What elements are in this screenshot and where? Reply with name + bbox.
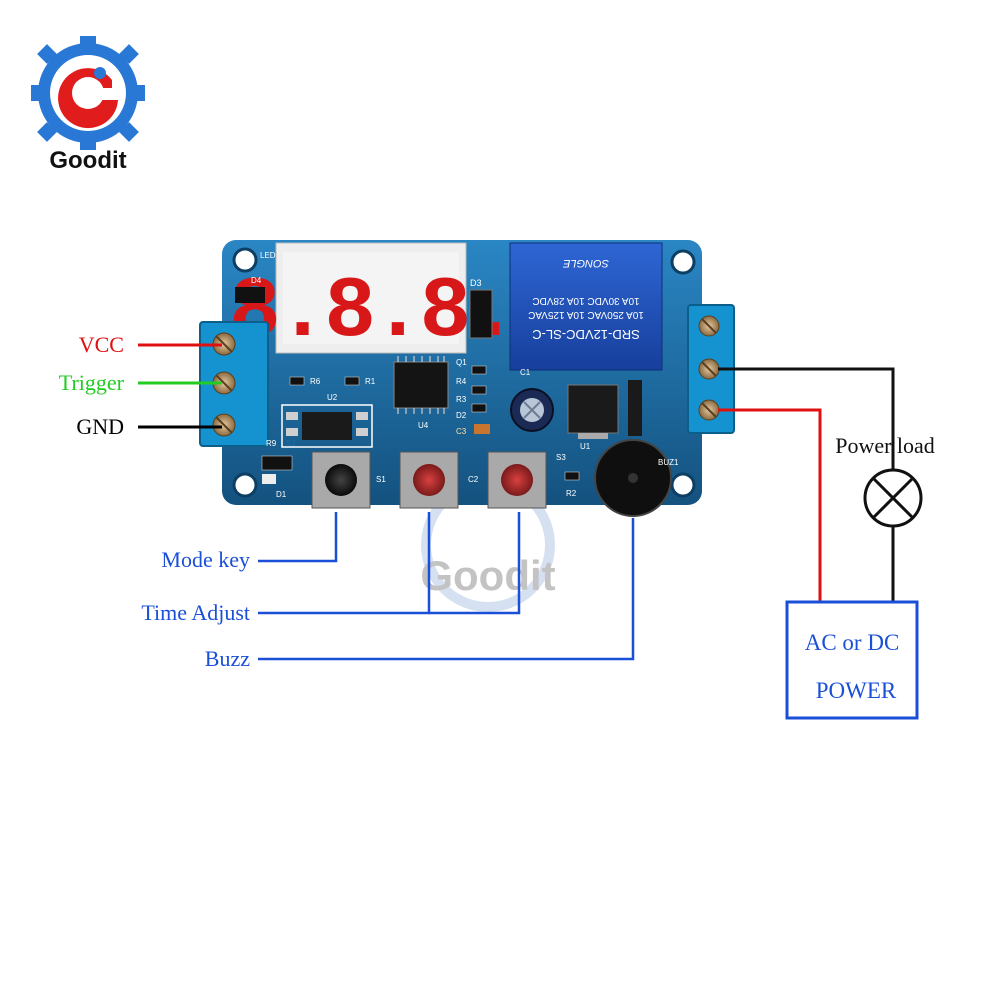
input-wiring: VCC Trigger GND	[59, 332, 222, 439]
mounting-hole	[232, 247, 258, 273]
silk-s1: S1	[376, 475, 386, 484]
jumper	[469, 289, 493, 339]
silk-r9: R9	[266, 439, 277, 448]
silk-u4: U4	[418, 421, 429, 430]
smd-resistors	[289, 365, 580, 481]
goodit-logo: Goodit	[31, 36, 145, 174]
load-wire	[718, 367, 895, 470]
power-box-line2: POWER	[816, 678, 897, 703]
optocoupler	[281, 404, 373, 448]
time-adjust-leader-right	[429, 512, 521, 615]
silk-d2: D2	[456, 411, 467, 420]
relay-model: SRD-12VDC-SL-C	[532, 327, 640, 342]
output-circuit	[718, 367, 895, 602]
voltage-regulator	[567, 384, 619, 434]
silk-r2: R2	[566, 489, 577, 498]
microcontroller	[393, 361, 449, 409]
silk-led: LED	[260, 251, 276, 260]
silk-c1: C1	[520, 368, 531, 377]
silk-s3: S3	[556, 453, 566, 462]
silk-r3: R3	[456, 395, 467, 404]
time-adjust-button-up	[487, 451, 547, 509]
mode-key-button	[311, 451, 371, 509]
power-wire	[718, 408, 822, 602]
mounting-hole	[232, 472, 258, 498]
screw-terminals-right	[698, 315, 720, 421]
power-box-line1: AC or DC	[805, 630, 900, 655]
relay-rating-2: 10A 30VDC 10A 28VDC	[532, 295, 639, 306]
control-callouts	[258, 512, 635, 661]
vcc-label: VCC	[79, 332, 124, 357]
buzz-leader	[258, 518, 635, 661]
silk-c3: C3	[456, 427, 467, 436]
relay	[509, 242, 663, 371]
brand-name: Goodit	[49, 147, 126, 174]
relay-rating-1: 10A 250VAC 10A 125VAC	[528, 309, 644, 320]
silk-d3: D3	[470, 278, 482, 288]
screw-terminals-left	[212, 332, 236, 437]
lamp-icon	[863, 468, 923, 528]
mounting-hole	[670, 472, 696, 498]
silk-r6: R6	[310, 377, 321, 386]
time-adjust-label: Time Adjust	[141, 600, 250, 625]
buzz-label: Buzz	[205, 646, 250, 671]
mounting-hole	[670, 249, 696, 275]
silk-u2: U2	[327, 393, 338, 402]
silk-q1: Q1	[456, 358, 467, 367]
silk-r1: R1	[365, 377, 376, 386]
silk-d1: D1	[276, 490, 287, 499]
gear-icon	[31, 36, 145, 150]
silk-buz: BUZ1	[658, 458, 679, 467]
silk-r4: R4	[456, 377, 467, 386]
trigger-label: Trigger	[59, 370, 125, 395]
relay-brand: SONGLE	[562, 257, 609, 269]
time-adjust-leader-left	[258, 512, 431, 615]
watermark-text: Goodit	[420, 552, 555, 599]
power-source-box	[785, 600, 919, 720]
silk-c2: C2	[468, 475, 479, 484]
time-adjust-button-down	[399, 451, 459, 509]
silk-u1: U1	[580, 442, 591, 451]
diode-d4	[235, 287, 265, 303]
silk-d4: D4	[251, 276, 262, 285]
mode-key-leader	[258, 512, 338, 563]
power-load-label: Power load	[835, 433, 935, 458]
silk-s2: S2	[286, 439, 296, 448]
relay-print: SRD-12VDC-SL-C 10A 250VAC 10A 125VAC 10A…	[528, 257, 644, 342]
mode-key-label: Mode key	[161, 547, 250, 572]
gnd-label: GND	[76, 414, 124, 439]
timer-relay-board: 8.8.8. SRD-12VDC-SL-C 10A 250VAC 10A 125…	[199, 240, 735, 517]
